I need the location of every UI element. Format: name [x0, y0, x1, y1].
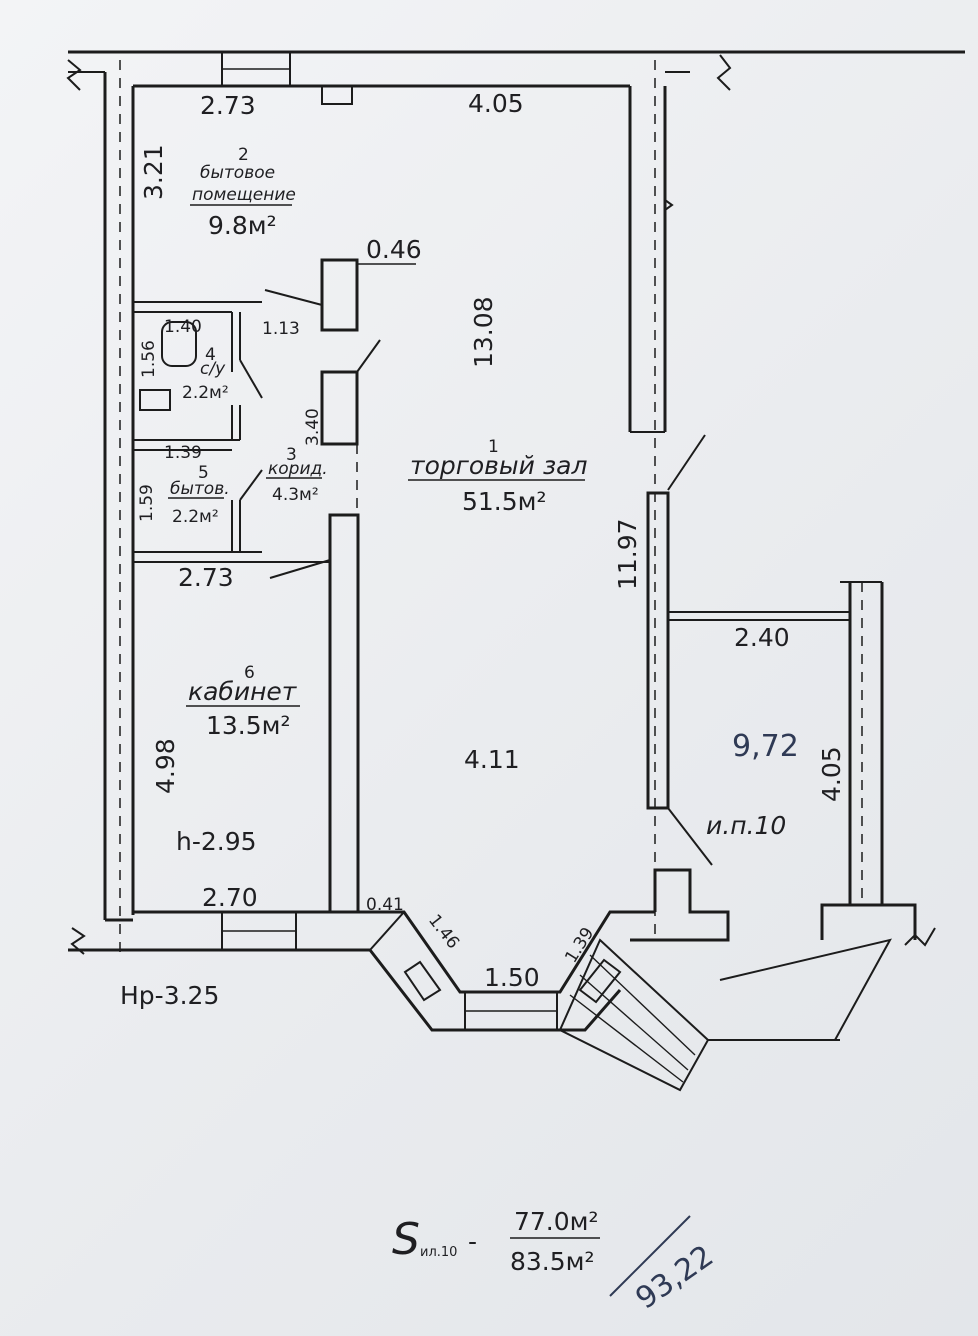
- room-name-line-2: помещение: [192, 185, 296, 205]
- dim-top-right: 4.05: [468, 89, 524, 118]
- room-name: с/у: [200, 359, 226, 379]
- ceiling-height: h-2.95: [176, 827, 257, 856]
- dim-top-left: 2.73: [200, 91, 256, 120]
- dim-room2-height: 3.21: [139, 144, 168, 200]
- handwritten-total: 93,22: [630, 1239, 720, 1317]
- room-number: 4: [205, 345, 216, 365]
- handwritten-annex-area: 9,72: [732, 729, 799, 764]
- room-label-4: 4 с/у 2.2м²: [182, 345, 229, 403]
- plan-notes: и.п.10 h-2.95 Нр-3.25: [120, 811, 786, 1010]
- room-name: бытов.: [170, 479, 230, 499]
- dim-hall-length: 13.08: [469, 296, 498, 368]
- dim-column: 0.46: [366, 235, 422, 264]
- dim-annex-width: 2.40: [734, 623, 790, 652]
- dimension-labels: 2.73 4.05 3.21 0.46 13.08 1.40 1.13 1.56…: [137, 89, 846, 992]
- room-name: торговый зал: [410, 451, 587, 480]
- room-label-1: 1 торговый зал 51.5м²: [408, 437, 587, 516]
- dim-wc-height: 1.56: [139, 340, 159, 378]
- dim-annex-height: 4.05: [817, 746, 846, 802]
- room-number: 3: [286, 445, 297, 465]
- room-number: 5: [198, 463, 209, 483]
- room-area: 4.3м²: [272, 485, 319, 505]
- total-area-block: S ил.10 - 77.0м² 83.5м²: [392, 1207, 600, 1276]
- dim-right-wall: 11.97: [613, 518, 642, 590]
- dim-storage-width: 1.39: [164, 443, 202, 463]
- room-name: кабинет: [188, 677, 298, 706]
- dim-wc-depth: 1.13: [262, 319, 300, 339]
- total-area-2: 83.5м²: [510, 1247, 595, 1276]
- room-area: 2.2м²: [172, 507, 219, 527]
- room-number: 1: [488, 437, 499, 457]
- floor-level: Нр-3.25: [120, 981, 219, 1010]
- interior-walls: [133, 258, 381, 914]
- dim-bottom-corner: 0.41: [366, 895, 404, 915]
- total-s-subscript: ил.10: [420, 1245, 457, 1260]
- room-area: 9.8м²: [208, 211, 277, 240]
- dim-cabinet-height: 4.98: [151, 738, 180, 794]
- dim-storage-height: 1.59: [137, 484, 157, 522]
- dim-bay-front: 1.50: [484, 963, 540, 992]
- room-label-6: 6 кабинет 13.5м²: [186, 663, 300, 740]
- dim-hall-width: 4.11: [464, 745, 520, 774]
- dim-wc-width: 1.40: [164, 317, 202, 337]
- dim-mid-left: 2.73: [178, 563, 234, 592]
- room-name-line-1: бытовое: [200, 163, 275, 183]
- room-label-3: 3 корид. 4.3м²: [266, 445, 328, 505]
- room-number: 2: [238, 145, 249, 165]
- total-area-1: 77.0м²: [514, 1207, 599, 1236]
- room-area: 2.2м²: [182, 383, 229, 403]
- dim-bottom-left: 2.70: [202, 883, 258, 912]
- room-label-5: 5 бытов. 2.2м²: [168, 463, 230, 527]
- dim-bay-right: 1.39: [561, 924, 598, 967]
- room-area: 13.5м²: [206, 711, 291, 740]
- room-number: 6: [244, 663, 255, 683]
- total-dash: -: [468, 1227, 477, 1256]
- outer-walls: [66, 50, 965, 1092]
- room-label-2: 2 бытовое помещение 9.8м²: [190, 145, 296, 240]
- annex-label: и.п.10: [706, 811, 786, 840]
- dim-corridor: 3.40: [303, 408, 323, 446]
- room-name: корид.: [268, 459, 328, 479]
- total-s-symbol: S: [392, 1214, 420, 1265]
- room-area: 51.5м²: [462, 487, 547, 516]
